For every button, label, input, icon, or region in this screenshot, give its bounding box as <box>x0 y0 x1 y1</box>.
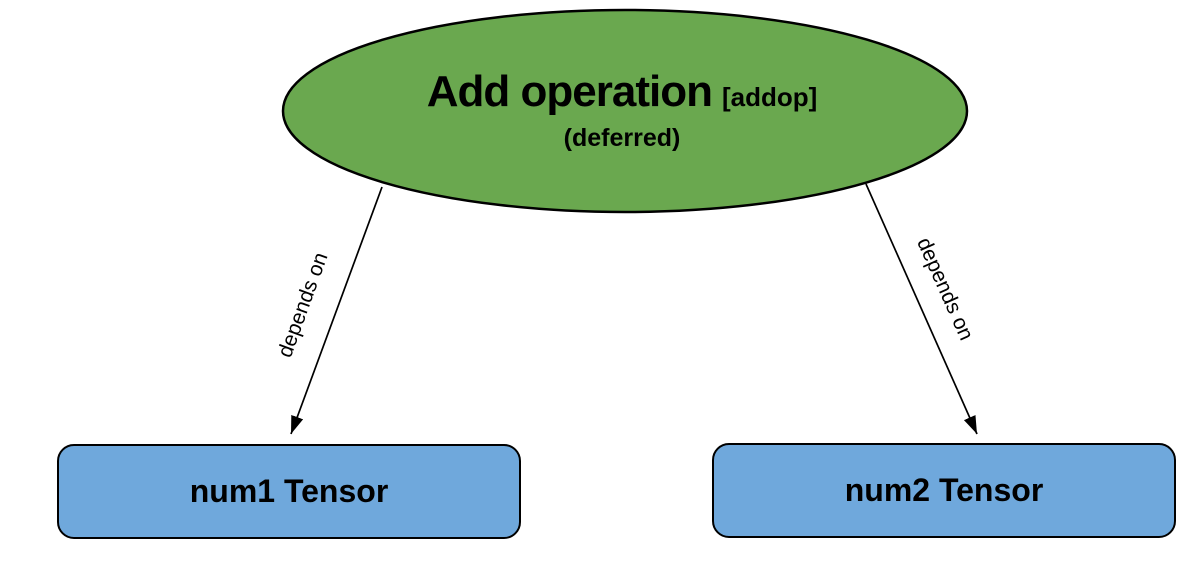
dependency-edge-left-arrow <box>290 186 383 435</box>
dependency-edge-right-arrow <box>865 183 978 435</box>
tensor-node-num1-box <box>57 444 521 539</box>
operation-node-text: Add operation [addop] (deferred) <box>427 70 818 151</box>
operation-node-state: (deferred) <box>563 124 681 152</box>
operation-node-label: Add operation <box>426 67 713 116</box>
tensor-node-num2-box <box>712 443 1176 538</box>
tensor-node-num2-label: num2 Tensor <box>844 472 1044 508</box>
tensor-node-num1-label: num1 Tensor <box>189 473 389 509</box>
operation-node-title-line: Add operation [addop] <box>427 70 818 114</box>
operation-node-tag: [addop] <box>721 82 818 112</box>
operation-node-ellipse <box>281 8 969 214</box>
